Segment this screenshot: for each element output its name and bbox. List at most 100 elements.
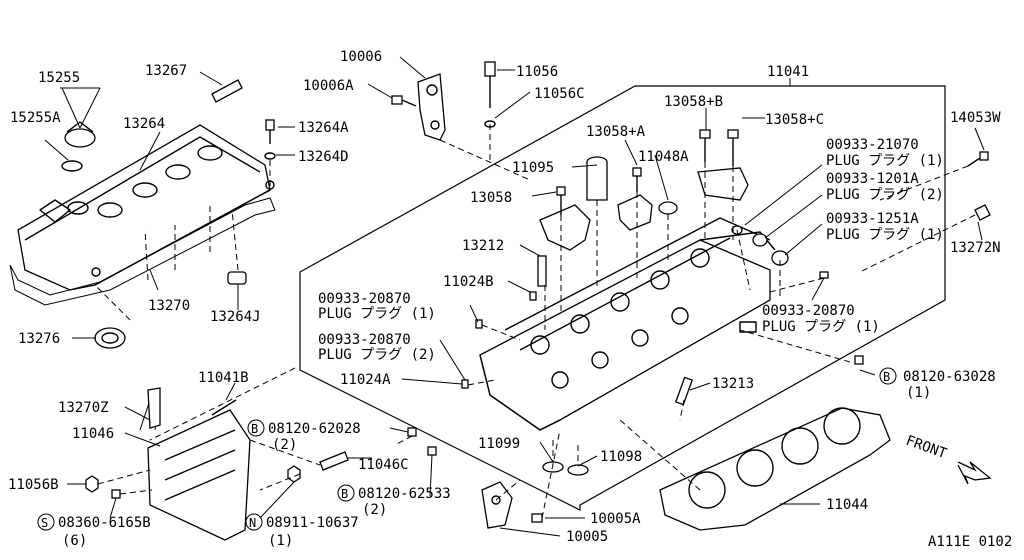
label-11056: 11056 (516, 64, 558, 80)
cam-bracket-icon (539, 167, 749, 251)
circle-s: S (41, 516, 48, 530)
bracket-bolt-icon (556, 129, 739, 215)
stud-bolt-icon (967, 151, 989, 167)
label-13264a: 13264A (298, 120, 349, 136)
bolt-08120a-icon (407, 427, 417, 437)
label-11095: 11095 (512, 160, 554, 176)
label-08911-10637-qty: (1) (268, 533, 293, 549)
label-08120-63028-qty: (1) (906, 385, 931, 401)
label-plug-2b: PLUG プラグ (2) (318, 347, 436, 363)
label-11056b: 11056B (8, 477, 59, 493)
label-11056c: 11056C (534, 86, 585, 102)
pcv-pipe-icon (199, 71, 243, 103)
label-13058b: 13058+B (664, 94, 723, 110)
tube-icon (586, 156, 608, 201)
leader-lines (44, 56, 985, 537)
label-front: FRONT (904, 433, 950, 463)
tag-icon (974, 204, 991, 221)
label-11044: 11044 (826, 497, 868, 513)
label-11099: 11099 (478, 436, 520, 452)
label-00933-21070: 00933-21070 (826, 137, 919, 153)
rocker-gasket-icon (9, 197, 276, 306)
part-labels: 10006 10006A 11056 11056C 11041 13267 15… (8, 49, 1012, 550)
label-15255a: 15255A (10, 110, 61, 126)
label-13264j: 13264J (210, 309, 261, 325)
grommet-icon (227, 271, 247, 285)
label-00933-20870b: 00933-20870 (318, 332, 411, 348)
valve-seal-icon (658, 201, 678, 215)
plug-icon (461, 225, 829, 389)
label-10005a: 10005A (590, 511, 641, 527)
bolt-08120b-icon (427, 446, 437, 456)
bolt-08120c-icon (854, 355, 864, 365)
lifting-bracket-icon (391, 73, 446, 141)
cover-bolt-icon (264, 119, 276, 160)
label-13058c: 13058+C (765, 112, 824, 128)
label-08120-62533: 08120-62533 (358, 486, 451, 502)
label-08120-62028: 08120-62028 (268, 421, 361, 437)
label-plug-1d: PLUG プラグ (1) (762, 319, 880, 335)
label-11024b: 11024B (443, 274, 494, 290)
dowel-icon (537, 255, 547, 287)
label-00933-1251a: 00933-1251A (826, 211, 919, 227)
label-10006: 10006 (340, 49, 382, 65)
label-plug-2a: PLUG プラグ (2) (826, 187, 944, 203)
label-13058a: 13058+A (586, 124, 646, 140)
oil-cap-icon (61, 121, 96, 172)
label-00933-20870a: 00933-20870 (318, 291, 411, 307)
label-13272n: 13272N (950, 240, 1001, 256)
bolt-11046c-icon (319, 451, 349, 471)
label-08120-62028-qty: (2) (272, 437, 297, 453)
bolt-08360-icon (111, 489, 121, 499)
label-08911-10637: 08911-10637 (266, 515, 359, 531)
label-13270: 13270 (148, 298, 190, 314)
rocker-cover-icon (17, 124, 275, 291)
dashed-guide-lines (94, 124, 976, 519)
label-diagram-code: A111E 0102 (928, 534, 1012, 550)
circle-b-3: B (341, 487, 348, 501)
label-08360-6165b-qty: (6) (62, 533, 87, 549)
circled-markers: B B B S N (37, 367, 897, 531)
label-13212: 13212 (462, 238, 504, 254)
label-15255: 15255 (38, 70, 80, 86)
label-11046c: 11046C (358, 457, 409, 473)
label-08360-6165b: 08360-6165B (58, 515, 151, 531)
rear-cover-plate-icon (139, 394, 251, 541)
circle-n: N (249, 516, 256, 530)
circle-b-1: B (883, 370, 890, 384)
label-11048a: 11048A (638, 149, 689, 165)
seal-icon (94, 327, 126, 349)
label-13264d: 13264D (298, 149, 349, 165)
cylinder-head-icon (479, 217, 776, 431)
label-14053w: 14053W (950, 110, 1001, 126)
stud-icon (674, 376, 694, 406)
label-00933-20870c: 00933-20870 (762, 303, 855, 319)
assembly-outline (299, 85, 946, 511)
label-11024a: 11024A (340, 372, 391, 388)
label-00933-1201a: 00933-1201A (826, 171, 919, 187)
nut-icon-2 (287, 465, 301, 483)
label-10005: 10005 (566, 529, 608, 545)
nut-icon (85, 475, 99, 493)
label-08120-63028: 08120-63028 (903, 369, 996, 385)
label-13276: 13276 (18, 331, 60, 347)
rear-bracket-icon (481, 481, 543, 529)
label-13264: 13264 (123, 116, 165, 132)
label-10006a: 10006A (303, 78, 354, 94)
label-13058: 13058 (470, 190, 512, 206)
label-11046: 11046 (72, 426, 114, 442)
label-plug-1b: PLUG プラグ (1) (826, 227, 944, 243)
label-13267: 13267 (145, 63, 187, 79)
circle-b-2: B (251, 422, 258, 436)
washer-icon-2 (567, 464, 589, 476)
label-11041: 11041 (767, 64, 809, 80)
label-plug-1a: PLUG プラグ (1) (826, 153, 944, 169)
label-08120-62533-qty: (2) (362, 502, 387, 518)
long-stud-icon (211, 399, 237, 416)
head-bolt-icon (484, 61, 496, 128)
label-13270z: 13270Z (58, 400, 109, 416)
label-11098: 11098 (600, 449, 642, 465)
label-11041b: 11041B (198, 370, 249, 386)
sensor-tube-icon (147, 387, 161, 429)
